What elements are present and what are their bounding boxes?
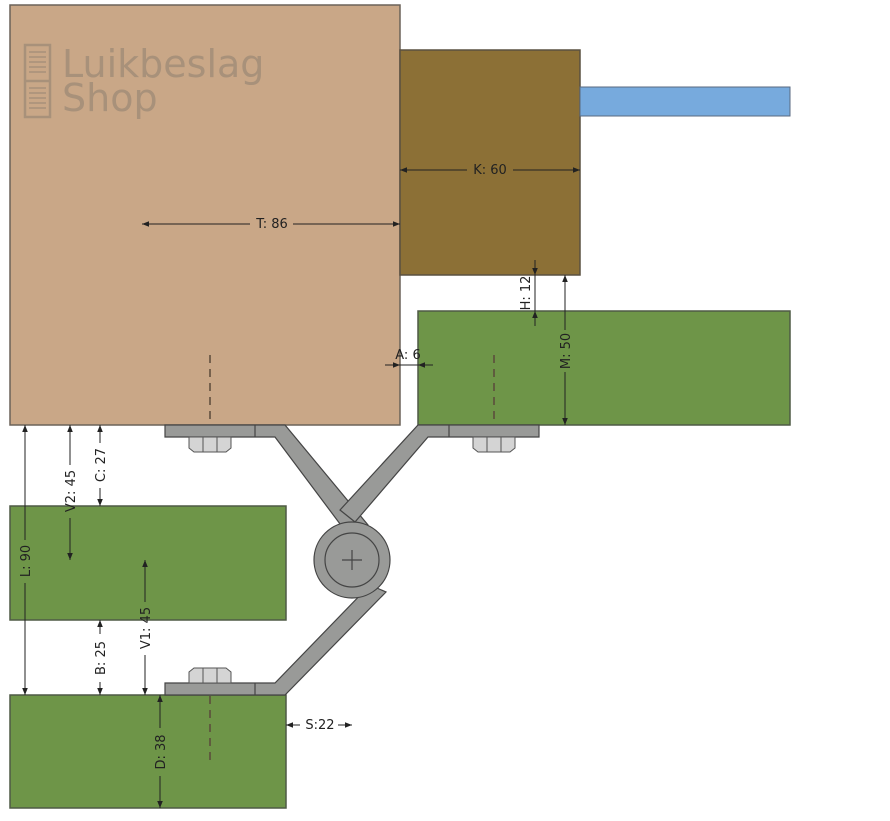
dim-K: K: 60 — [473, 163, 507, 178]
dim-H: H: 12 — [519, 276, 534, 311]
dim-B: B: 25 — [94, 641, 109, 675]
dim-A: A: 6 — [395, 348, 420, 363]
dim-D: D: 38 — [154, 734, 169, 769]
dim-M: M: 50 — [559, 333, 574, 369]
sash-block — [399, 49, 581, 276]
nuts — [188, 436, 516, 684]
panel-bottom — [9, 694, 287, 809]
logo: Luikbeslag Shop — [23, 42, 264, 120]
glass-pane — [579, 86, 791, 117]
dim-S: S:22 — [305, 718, 334, 733]
dim-T: T: 86 — [255, 217, 288, 232]
dim-C: C: 27 — [94, 448, 109, 482]
panel-right — [417, 310, 791, 426]
dimension-lines — [22, 167, 580, 808]
dim-L: L: 90 — [19, 545, 34, 577]
hinge — [164, 424, 540, 696]
panel-middle — [9, 505, 287, 621]
frame-block — [9, 4, 401, 426]
shutter-logo-icon — [23, 43, 52, 119]
dim-V1: V1: 45 — [139, 607, 154, 649]
logo-line2: Shop — [62, 76, 158, 120]
logo-line1: Luikbeslag — [62, 42, 264, 86]
dim-V2: V2: 45 — [64, 470, 79, 512]
